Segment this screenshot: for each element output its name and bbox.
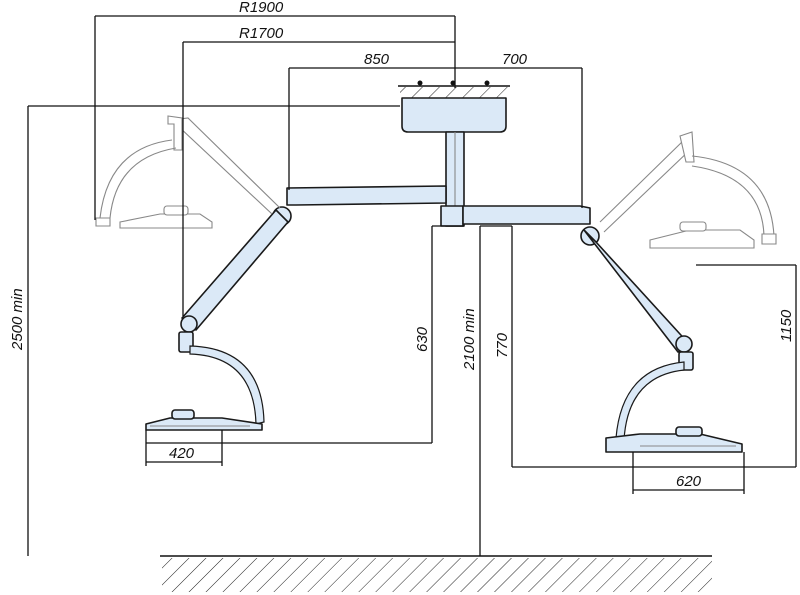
dim-2500-label: 2500 min [9,288,26,351]
dim-770-label: 770 [494,332,511,358]
dim-r1700-label: R1700 [239,25,284,42]
dim-1150-label: 1150 [778,309,795,342]
dim-r1900-label: R1900 [239,0,284,16]
left-arm [145,185,447,431]
dimension-lines [27,15,797,556]
dim-850-label: 850 [364,51,390,68]
dim-630-label: 630 [414,326,431,352]
dim-700-label: 700 [502,51,528,68]
left-lamp-raised-ghost [95,115,281,229]
dim-2100-label: 2100 min [461,308,478,371]
central-column [440,131,465,227]
dim-420-label: 420 [169,445,195,462]
floor [160,555,712,592]
right-arm [462,205,743,453]
ceiling-mount [398,80,510,133]
right-lamp-raised-ghost [599,131,777,249]
dim-620-label: 620 [676,473,702,490]
